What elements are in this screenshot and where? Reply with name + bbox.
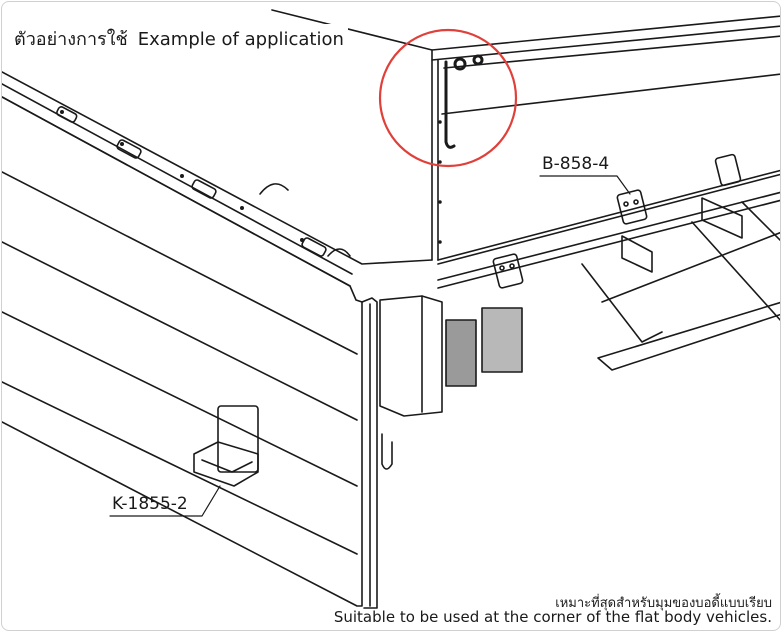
heading-thai: ตัวอย่างการใช้ <box>14 29 128 50</box>
caption-english: Suitable to be used at the corner of the… <box>333 608 772 626</box>
side-deck-rail <box>2 71 433 287</box>
k1855-leader-line <box>109 485 221 517</box>
right-side-rail <box>437 173 780 289</box>
page-heading: ตัวอย่างการใช้ Example of application <box>14 24 348 53</box>
front-post-hook <box>381 433 393 470</box>
label-k-1855-2: K-1855-2 <box>112 494 188 514</box>
hinge-brackets <box>492 153 742 289</box>
front-bulkhead <box>271 9 780 261</box>
label-b-858-4: B-858-4 <box>542 154 610 174</box>
side-wall-panel <box>2 96 378 609</box>
highlight-circle <box>378 28 518 168</box>
b858-leader-line <box>539 175 631 195</box>
chassis-frame <box>581 197 780 371</box>
heading-english: Example of application <box>137 29 344 50</box>
caption-thai: เหมาะที่สุดสำหรับมุมของบอดี้แบบเรียบ <box>555 596 772 611</box>
side-step-bracket <box>193 405 259 487</box>
side-lashing-rings <box>56 106 351 257</box>
corner-bumper-lamps <box>379 295 523 417</box>
corner-rope-hook <box>444 54 484 149</box>
